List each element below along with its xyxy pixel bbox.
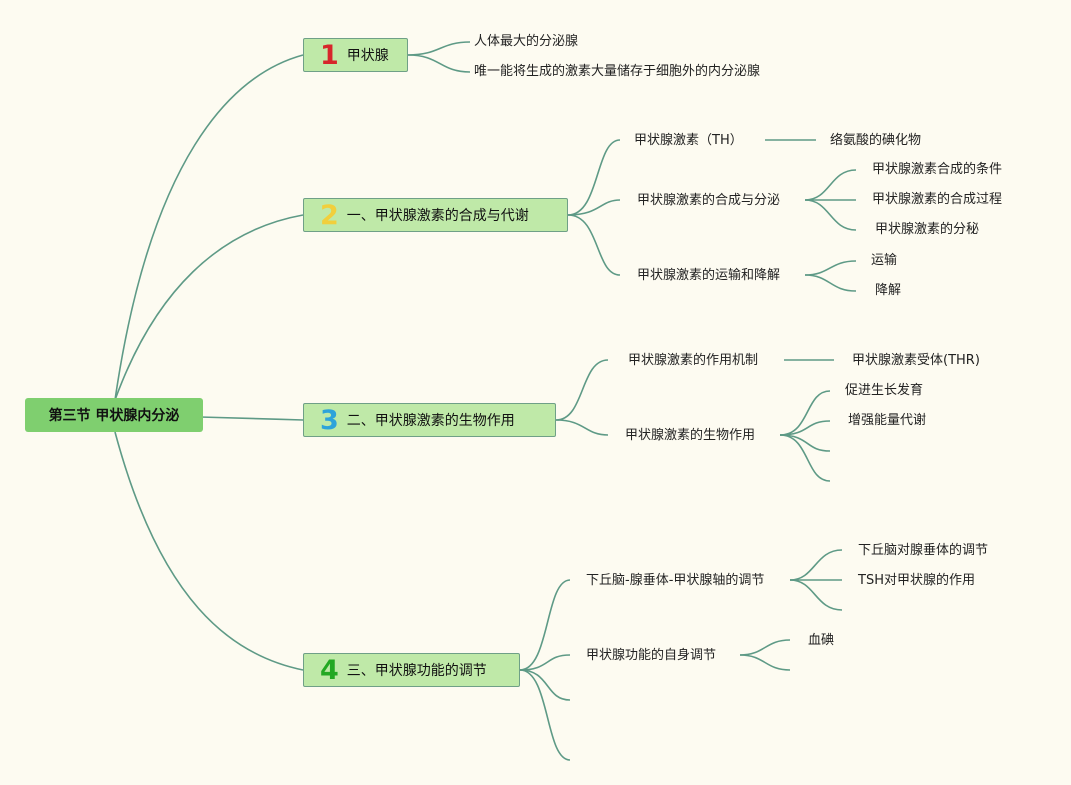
branch-label: 甲状腺 bbox=[346, 48, 389, 64]
topic-hypothalamus-pituitary[interactable]: 下丘脑对腺垂体的调节 bbox=[858, 543, 989, 558]
branch-label: 一、甲状腺激素的合成与代谢 bbox=[346, 208, 529, 224]
root-label: 第三节 甲状腺内分泌 bbox=[48, 408, 180, 424]
topic-transport-degradation[interactable]: 甲状腺激素的运输和降解 bbox=[637, 268, 781, 283]
branch-synthesis-metabolism[interactable]: 2 一、甲状腺激素的合成与代谢 bbox=[303, 198, 568, 232]
topic-largest-gland[interactable]: 人体最大的分泌腺 bbox=[474, 34, 579, 49]
topic-growth[interactable]: 促进生长发育 bbox=[845, 383, 924, 398]
topic-mechanism[interactable]: 甲状腺激素的作用机制 bbox=[628, 353, 759, 368]
topic-tsh-thyroid[interactable]: TSH对甲状腺的作用 bbox=[858, 573, 975, 588]
branch-regulation[interactable]: 4 三、甲状腺功能的调节 bbox=[303, 653, 520, 687]
branch-label: 二、甲状腺激素的生物作用 bbox=[346, 413, 515, 429]
topic-unique-storage[interactable]: 唯一能将生成的激素大量储存于细胞外的内分泌腺 bbox=[474, 64, 761, 79]
number-two-icon: 2 bbox=[320, 199, 339, 231]
branch-thyroid[interactable]: 1 甲状腺 bbox=[303, 38, 408, 72]
topic-synthesis-process[interactable]: 甲状腺激素的合成过程 bbox=[872, 192, 1003, 207]
topic-secretion[interactable]: 甲状腺激素的分秘 bbox=[875, 222, 980, 237]
topic-tyrosine-iodide[interactable]: 络氨酸的碘化物 bbox=[830, 133, 922, 148]
topic-degradation[interactable]: 降解 bbox=[875, 283, 902, 298]
topic-synthesis-secretion[interactable]: 甲状腺激素的合成与分泌 bbox=[637, 193, 781, 208]
topic-biological-action[interactable]: 甲状腺激素的生物作用 bbox=[625, 428, 756, 443]
root-topic[interactable]: 第三节 甲状腺内分泌 bbox=[25, 398, 203, 432]
topic-hpt-axis[interactable]: 下丘脑-腺垂体-甲状腺轴的调节 bbox=[586, 573, 765, 588]
topic-transport[interactable]: 运输 bbox=[871, 253, 898, 268]
topic-energy-metabolism[interactable]: 增强能量代谢 bbox=[848, 413, 927, 428]
topic-blood-iodine[interactable]: 血碘 bbox=[808, 633, 835, 648]
number-three-icon: 3 bbox=[320, 404, 339, 436]
topic-th[interactable]: 甲状腺激素（TH） bbox=[634, 133, 743, 148]
branch-label: 三、甲状腺功能的调节 bbox=[346, 663, 487, 679]
number-four-icon: 4 bbox=[320, 654, 339, 686]
branch-biological-effects[interactable]: 3 二、甲状腺激素的生物作用 bbox=[303, 403, 556, 437]
topic-synthesis-conditions[interactable]: 甲状腺激素合成的条件 bbox=[872, 162, 1003, 177]
topic-thr[interactable]: 甲状腺激素受体(THR) bbox=[852, 353, 980, 368]
topic-autoregulation[interactable]: 甲状腺功能的自身调节 bbox=[586, 648, 717, 663]
number-one-icon: 1 bbox=[320, 39, 339, 71]
